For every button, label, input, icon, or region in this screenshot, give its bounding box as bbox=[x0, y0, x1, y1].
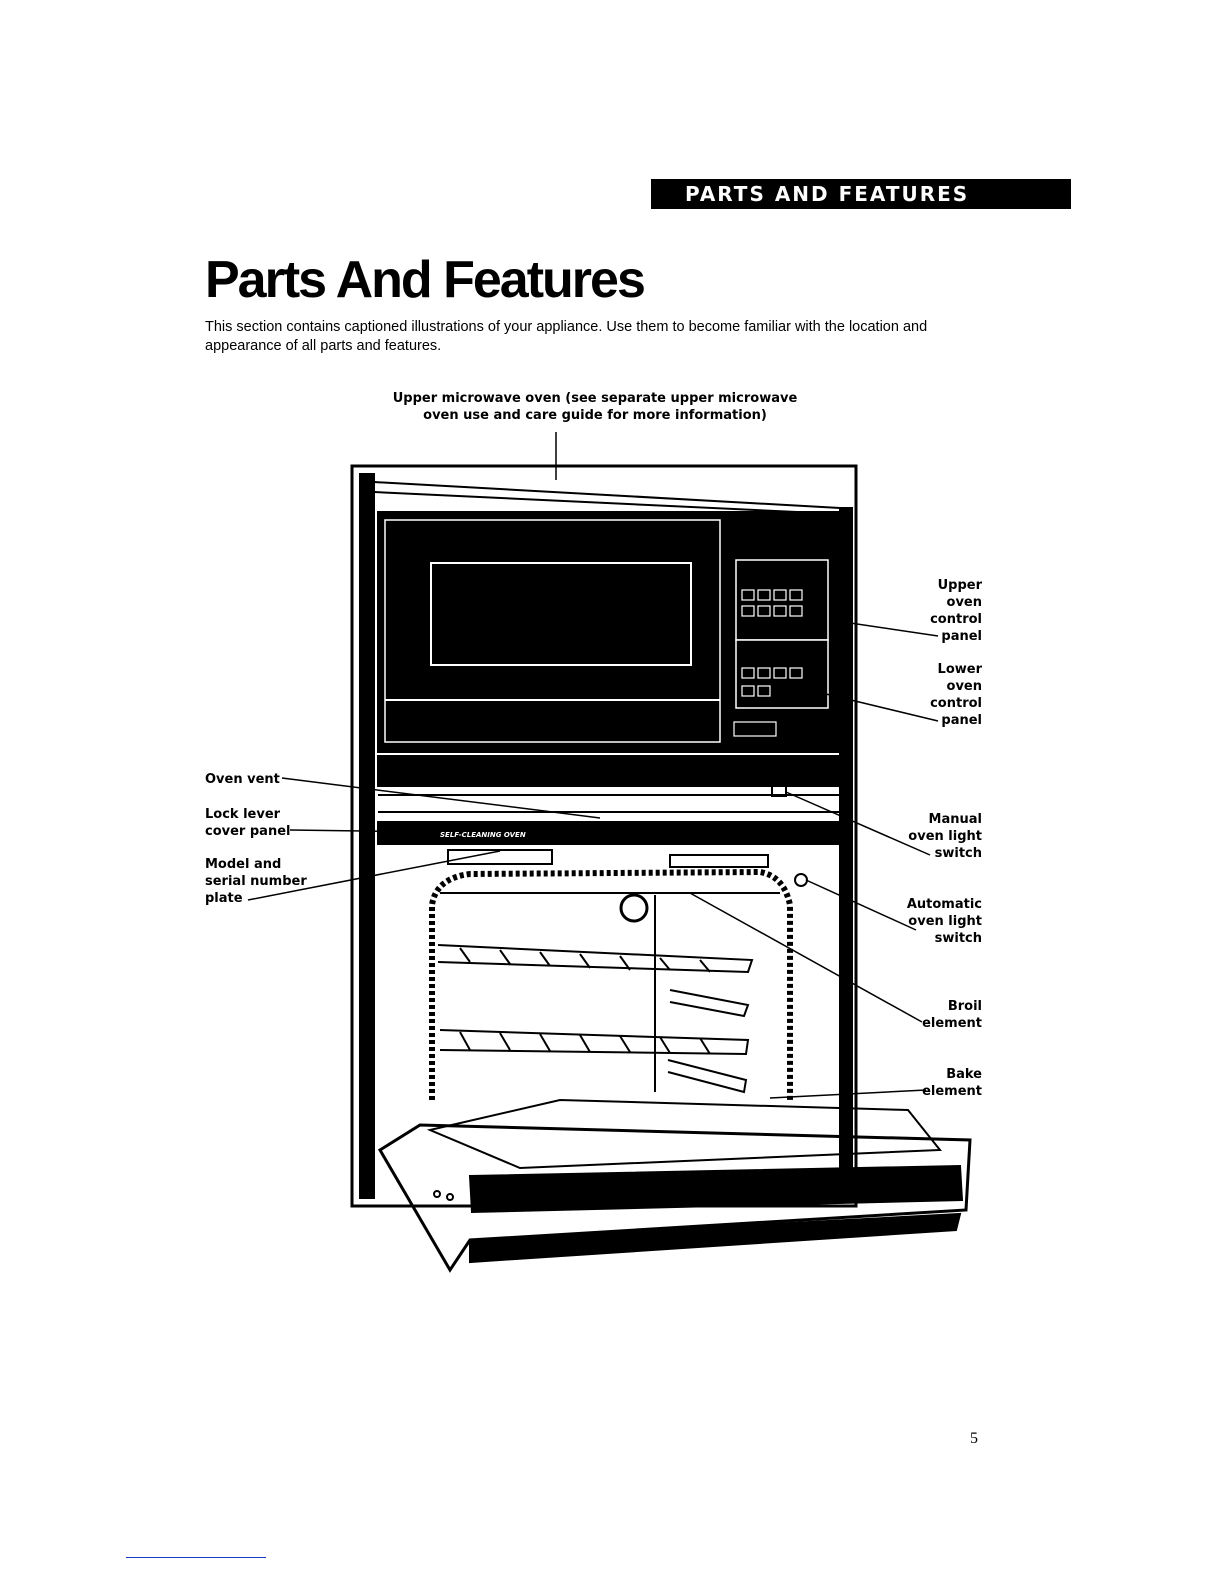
nameplate-text: SELF-CLEANING OVEN bbox=[440, 831, 526, 839]
section-banner: PARTS AND FEATURES bbox=[651, 179, 1071, 209]
label-manual-oven-light-switch: Manual oven light switch bbox=[908, 812, 982, 861]
intro-paragraph: This section contains captioned illustra… bbox=[205, 319, 928, 354]
label-model-serial-plate: Model and serial number plate bbox=[205, 857, 307, 906]
footer-rule bbox=[126, 1557, 266, 1558]
page-number: 5 bbox=[970, 1430, 978, 1447]
label-lock-lever-cover-panel: Lock lever cover panel bbox=[205, 807, 291, 839]
label-bake-element: Bake element bbox=[922, 1067, 982, 1099]
label-automatic-oven-light-switch: Automatic oven light switch bbox=[906, 897, 982, 946]
page-title: Parts And Features bbox=[205, 251, 646, 309]
label-upper-microwave: Upper microwave oven (see separate upper… bbox=[392, 391, 798, 423]
label-broil-element: Broil element bbox=[922, 999, 982, 1031]
label-oven-vent: Oven vent bbox=[205, 772, 280, 787]
label-lower-oven-control-panel: Lower oven control panel bbox=[930, 662, 982, 728]
label-upper-oven-control-panel: Upper oven control panel bbox=[930, 578, 982, 644]
